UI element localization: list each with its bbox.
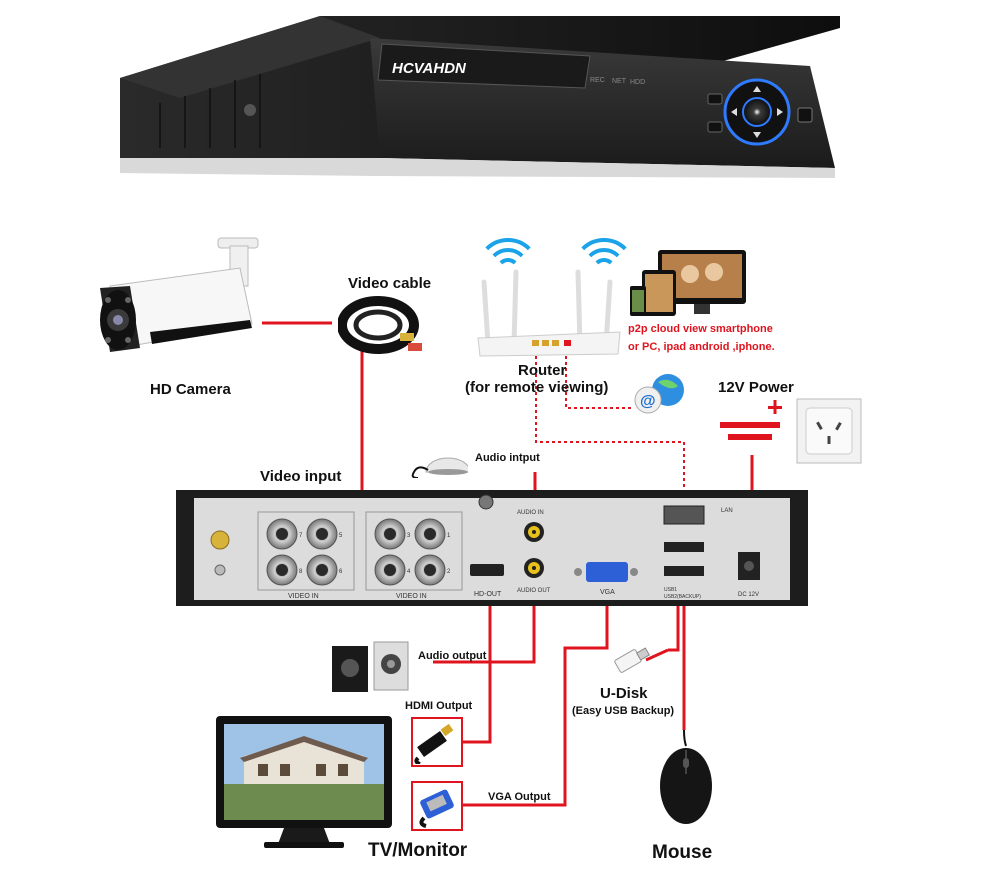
bnc-center-pin xyxy=(276,564,288,576)
svg-text:@: @ xyxy=(640,393,656,410)
video-in-left-text: VIDEO IN xyxy=(288,593,319,600)
u-disk-label: U-Disk xyxy=(600,685,648,702)
bnc-center-pin xyxy=(316,528,328,540)
bnc-number: 8 xyxy=(299,569,303,575)
vga-output-label: VGA Output xyxy=(488,791,551,803)
dvr-front-view: HCVAHDN REC NET HDD xyxy=(120,16,840,178)
tv-monitor-image xyxy=(216,716,392,848)
bnc-center-pin xyxy=(316,564,328,576)
mouse-image xyxy=(660,730,712,824)
svg-text:DC 12V: DC 12V xyxy=(738,592,759,598)
audio-input-mic-icon xyxy=(411,457,468,478)
usb2-port[interactable] xyxy=(664,566,704,576)
hd-camera-image xyxy=(100,237,259,352)
dvr-rear-panel: 7 5 8 6 3 1 4 2 VIDEO IN VIDEO IN HD-OUT AUDIO … xyxy=(176,490,808,606)
video-cable-image xyxy=(338,296,422,354)
usb1-port[interactable] xyxy=(664,542,704,552)
menu-button[interactable] xyxy=(707,93,723,105)
lan-port[interactable] xyxy=(663,505,705,525)
audio-input-label: Audio intput xyxy=(475,452,540,464)
bnc-number: 2 xyxy=(447,569,451,575)
hdmi-cable-icon xyxy=(414,723,454,764)
svg-text:AUDIO OUT: AUDIO OUT xyxy=(517,588,551,594)
audio-output-label: Audio output xyxy=(418,650,487,662)
bnc-number: 7 xyxy=(299,533,303,539)
router-label: Router xyxy=(518,362,567,379)
indicator-net: NET xyxy=(612,78,627,85)
u-disk-sub-label: (Easy USB Backup) xyxy=(572,705,675,717)
video-cable-label: Video cable xyxy=(348,275,432,292)
bnc-center-pin xyxy=(424,564,436,576)
svg-text:USB2(BACKUP): USB2(BACKUP) xyxy=(664,594,701,600)
bnc-number: 3 xyxy=(407,533,411,539)
p2p-line1: p2p cloud view smartphone xyxy=(628,323,773,335)
hdmi-output-label: HDMI Output xyxy=(405,700,473,712)
internet-globe-icon: @ xyxy=(634,374,684,414)
vga-cable-icon xyxy=(419,789,454,828)
devices-image xyxy=(630,250,746,316)
bnc-center-pin xyxy=(276,528,288,540)
svg-text:HD-OUT: HD-OUT xyxy=(474,591,502,598)
indicator-hdd: HDD xyxy=(630,79,645,86)
video-in-right-text: VIDEO IN xyxy=(396,593,427,600)
bnc-number: 6 xyxy=(339,569,343,575)
svg-text:VGA: VGA xyxy=(600,589,615,596)
tv-monitor-label: TV/Monitor xyxy=(368,840,468,861)
router-image xyxy=(477,238,627,357)
video-input-label: Video input xyxy=(260,468,342,485)
svg-text:LAN: LAN xyxy=(721,508,733,514)
bnc-number: 4 xyxy=(407,569,411,575)
p2p-line2: or PC, ipad android ,iphone. xyxy=(628,341,775,353)
nav-wheel[interactable] xyxy=(723,78,791,146)
power-symbol-icon xyxy=(720,400,782,440)
mouse-label: Mouse xyxy=(652,842,713,863)
audio-out-port[interactable] xyxy=(524,558,544,578)
bnc-center-pin xyxy=(384,528,396,540)
svg-text:USB1: USB1 xyxy=(664,587,677,593)
bnc-number: 1 xyxy=(447,533,451,539)
brand-logo: HCVAHDN xyxy=(392,60,467,77)
audio-in-port[interactable] xyxy=(524,522,544,542)
hdmi-port[interactable] xyxy=(470,564,504,576)
router-sub-label: (for remote viewing) xyxy=(465,379,609,396)
back-button[interactable] xyxy=(707,121,723,133)
power-label: 12V Power xyxy=(718,379,794,396)
indicator-rec: REC xyxy=(590,77,605,84)
speakers-image xyxy=(332,641,409,692)
front-indicators: REC NET HDD xyxy=(590,77,645,86)
enter-button[interactable] xyxy=(797,107,813,123)
u-disk-icon xyxy=(614,647,651,673)
bnc-center-pin xyxy=(384,564,396,576)
wall-socket-icon xyxy=(796,398,862,464)
bnc-number: 5 xyxy=(339,533,343,539)
bnc-center-pin xyxy=(424,528,436,540)
svg-text:AUDIO IN: AUDIO IN xyxy=(517,510,544,516)
vga-port[interactable] xyxy=(586,562,628,582)
hd-camera-label: HD Camera xyxy=(150,381,231,398)
